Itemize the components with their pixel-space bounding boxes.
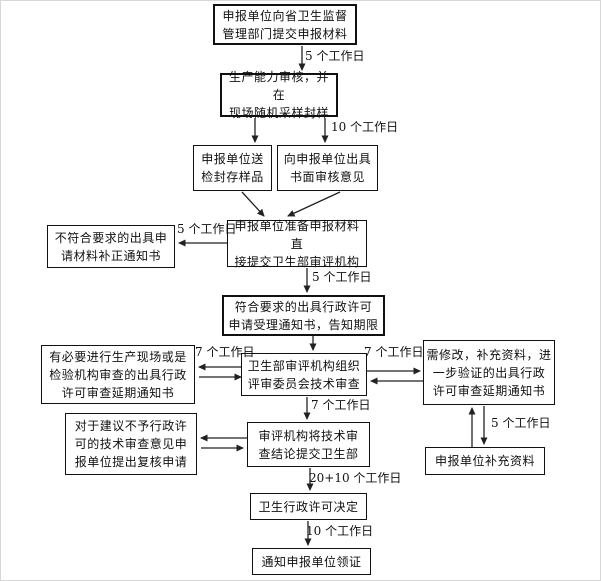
edge-label-review-to-supplement-delay: 7 个工作日 [364, 345, 424, 359]
edge-label-prepare-to-correction: 5 个工作日 [177, 222, 237, 236]
flow-node-license-decision: 卫生行政许可决定 [250, 493, 367, 520]
edge-label-submit-to-capacity: 5 个工作日 [305, 49, 365, 63]
edge-label-conclusion-to-decision: 20+10 个工作日 [309, 471, 402, 485]
flow-node-acceptance-notice: 符合要求的出具行政许可 申请受理通知书，告知期限 [222, 295, 385, 336]
flow-node-reconsideration-request: 对于建议不予行政许 可的技术审查意见申 报单位提出复核申请 [65, 413, 197, 475]
flow-node-written-opinion: 向申报单位出具 书面审核意见 [277, 145, 378, 191]
flow-node-capacity-review: 生产能力审核，并在 现场随机采样封样 [220, 70, 338, 120]
flow-node-send-samples: 申报单位送 检封存样品 [193, 145, 272, 191]
flow-node-correction-notice: 不符合要求的出具申 请材料补正通知书 [47, 225, 175, 268]
edge-label-review-to-conclusion: 7 个工作日 [311, 398, 371, 412]
edge-label-prepare-to-acceptance: 5 个工作日 [312, 270, 372, 284]
edge-label-delay-to-supplement: 5 个工作日 [491, 416, 551, 430]
flow-node-submit-conclusion: 审评机构将技术审 查结论提交卫生部 [247, 422, 370, 467]
flow-node-technical-review: 卫生部审评机构组织 评审委员会技术审查 [241, 353, 367, 396]
flow-node-supplement-delay: 需修改，补充资料，进 一步验证的出具行政 许可审查延期通知书 [423, 340, 555, 405]
flow-node-supplement-materials: 申报单位补充资料 [425, 447, 545, 475]
edge-label-capacity-to-opinion: 10 个工作日 [331, 120, 399, 134]
edge-label-review-to-site-delay: 7 个工作日 [195, 345, 255, 359]
flow-node-site-review-delay: 有必要进行生产现场或是 检验机构审查的出具行政 许可审查延期通知书 [41, 345, 195, 404]
flow-node-notify-certificate: 通知申报单位领证 [252, 548, 371, 575]
flow-node-submit-provincial: 申报单位向省卫生监督 管理部门提交申报材料 [213, 4, 357, 45]
flow-node-prepare-materials: 申报单位准备申报材料直 接提交卫生部审评机构 [227, 219, 367, 269]
edge-label-decision-to-notify: 10 个工作日 [306, 524, 374, 538]
